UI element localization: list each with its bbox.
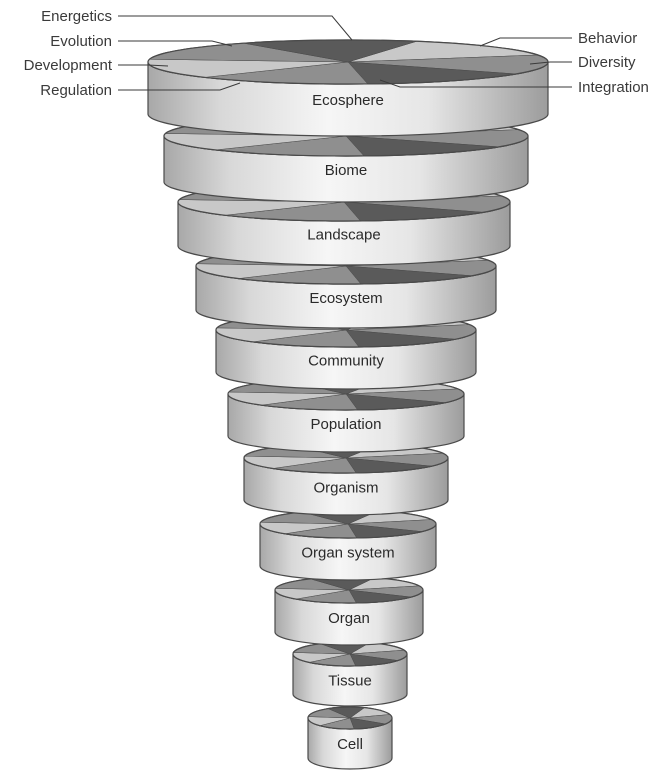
level-label: Population (311, 416, 382, 433)
level-label: Organ (328, 610, 370, 627)
label-integration: Integration (578, 79, 649, 96)
leader-evolution (118, 40, 233, 47)
disc-organism: Organism (243, 442, 449, 516)
leader-integration (379, 79, 572, 88)
level-label: Organism (313, 479, 378, 496)
disc-stack: Cell Tissue Organ Organ system Organism Popul… (147, 39, 549, 770)
label-behavior: Behavior (578, 30, 637, 47)
disc-ecosphere: Ecosphere (147, 39, 549, 137)
leader-energetics (118, 15, 353, 41)
label-development: Development (24, 57, 113, 74)
disc-organ-system: Organ system (259, 509, 437, 581)
leader-diversity (529, 61, 572, 65)
level-label: Organ system (301, 545, 394, 562)
label-regulation: Regulation (40, 82, 112, 99)
level-label: Biome (325, 162, 368, 179)
label-diversity: Diversity (578, 54, 636, 71)
leader-regulation (118, 82, 241, 91)
leader-lines (118, 15, 572, 91)
level-label: Ecosphere (312, 92, 384, 109)
disc-tissue: Tissue (292, 641, 408, 707)
level-label: Landscape (307, 226, 380, 243)
level-label: Community (308, 352, 384, 369)
level-label: Ecosystem (309, 290, 382, 307)
leader-development (118, 64, 169, 67)
level-label: Tissue (328, 673, 372, 690)
leader-behavior (479, 37, 572, 47)
label-energetics: Energetics (41, 8, 112, 25)
label-evolution: Evolution (50, 33, 112, 50)
disc-organ: Organ (274, 576, 424, 646)
level-label: Cell (337, 736, 363, 753)
disc-cell: Cell (307, 706, 393, 770)
